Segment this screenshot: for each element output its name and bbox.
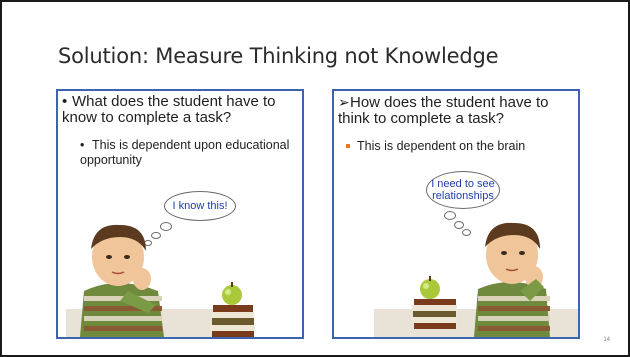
thinking-sub-bullet: This is dependent on the brain (346, 139, 562, 154)
thought-bubble: I know this! (164, 191, 236, 221)
thought-puff (160, 222, 172, 231)
thought-bubble: I need to see relationships (426, 171, 500, 209)
sub-bullet-icon: • (80, 138, 85, 152)
thinking-panel: ➢How does the student have to think to c… (332, 89, 580, 339)
knowledge-sub-bullet: •This is dependent upon educational oppo… (80, 138, 296, 168)
knowledge-sub-bullet-text: This is dependent upon educational oppor… (80, 138, 290, 167)
arrow-bullet-icon: ➢ (338, 94, 350, 110)
page-number: 14 (603, 337, 610, 343)
knowledge-question: •What does the student have to know to c… (62, 94, 298, 126)
thought-text: I know this! (172, 200, 228, 212)
student-illustration (374, 222, 578, 337)
thinking-question: ➢How does the student have to think to c… (338, 94, 574, 127)
square-bullet-icon (346, 143, 350, 148)
thinking-sub-bullet-text: This is dependent on the brain (357, 139, 526, 153)
thought-puff (151, 232, 161, 239)
slide-title: Solution: Measure Thinking not Knowledge (58, 44, 499, 68)
knowledge-question-text: What does the student have to know to co… (62, 93, 276, 126)
knowledge-panel: •What does the student have to know to c… (56, 89, 304, 339)
thinking-question-text: How does the student have to think to co… (338, 94, 549, 127)
thought-puff (454, 221, 464, 229)
student-illustration (66, 224, 255, 337)
thought-puff (444, 211, 456, 220)
thought-puff (462, 229, 471, 236)
thought-text: I need to see relationships (431, 178, 495, 202)
bullet-icon: • (62, 93, 68, 110)
